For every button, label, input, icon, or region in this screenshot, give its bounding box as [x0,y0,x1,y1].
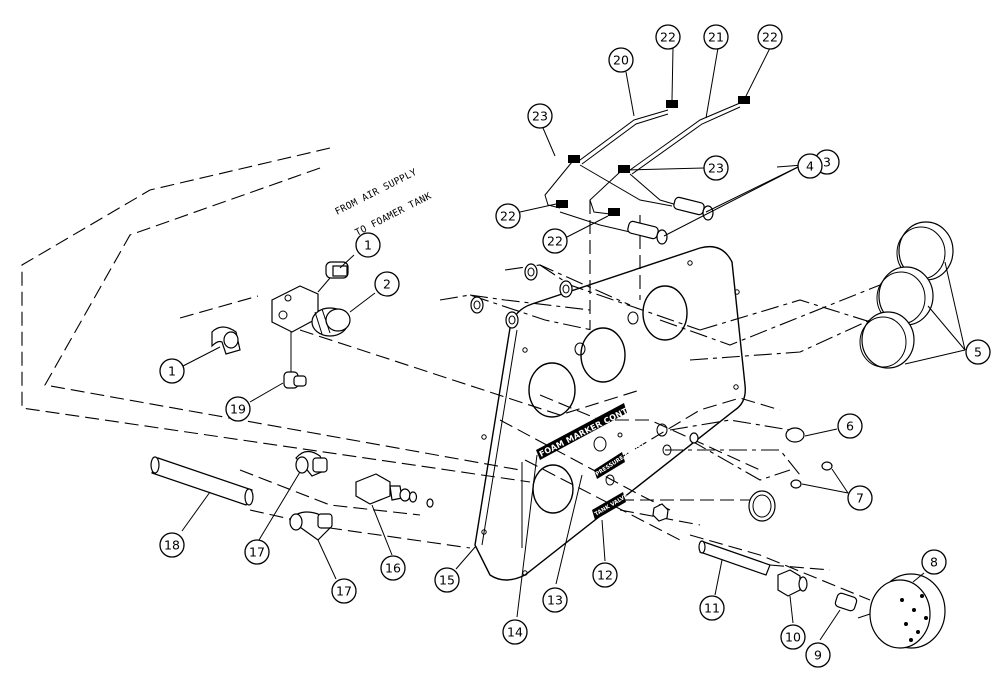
svg-text:17: 17 [336,584,352,599]
tube-11 [698,540,771,576]
callout-15: 15 [434,567,460,593]
callout-2: 2 [374,271,400,297]
callout-22-top-left: 22 [655,24,681,50]
callout-19: 19 [225,396,251,422]
callout-6: 6 [837,413,863,439]
callout-1-top: 1 [355,232,381,258]
panel-tank-text: TANK VALVE [594,493,629,517]
svg-text:22: 22 [660,30,676,45]
svg-text:3: 3 [823,155,831,170]
svg-text:22: 22 [500,209,516,224]
callout-1-left: 1 [159,358,185,384]
callout-21: 21 [703,24,729,50]
callout-9: 9 [805,642,831,668]
label-plate-tank: TANK VALVE [592,492,629,520]
callout-17-upper: 17 [244,539,270,565]
svg-text:4: 4 [806,159,814,174]
callout-5: 5 [965,339,991,365]
callout-18: 18 [159,532,185,558]
svg-text:6: 6 [846,419,854,434]
svg-text:23: 23 [708,161,724,176]
svg-text:7: 7 [856,491,864,506]
leader-lines [181,47,966,641]
svg-text:11: 11 [704,601,720,616]
callout-11: 11 [699,595,725,621]
callout-17-lower: 17 [331,578,357,604]
callout-12: 12 [592,562,618,588]
svg-text:18: 18 [164,538,180,553]
panel-nuts-washers [470,263,776,522]
svg-text:16: 16 [385,561,401,576]
callout-22-mid: 22 [542,228,568,254]
callout-22-top-right: 22 [757,24,783,50]
callout-23-left: 23 [527,103,553,129]
wire-harnesses [544,96,750,245]
panel-pressure-text: PRESSURE ADJUST [595,441,646,477]
assembly-lines [21,147,881,601]
svg-text:15: 15 [439,573,455,588]
svg-text:20: 20 [613,53,629,68]
svg-text:22: 22 [762,30,778,45]
fitting-10 [777,569,808,597]
svg-text:9: 9 [814,648,822,663]
svg-text:17: 17 [249,545,265,560]
svg-text:10: 10 [785,630,801,645]
svg-text:19: 19 [230,402,246,417]
svg-text:13: 13 [547,593,563,608]
callout-23-right: 23 [703,155,729,181]
control-panel-plate [474,245,746,581]
callout-10: 10 [780,624,806,650]
gauge-faces [859,221,954,369]
svg-text:1: 1 [364,238,372,253]
air-tube [150,456,254,506]
svg-text:2: 2 [383,277,391,292]
callout-8: 8 [921,549,947,575]
svg-text:5: 5 [974,345,982,360]
callout-14: 14 [502,619,528,645]
svg-text:12: 12 [597,568,613,583]
cap-and-washers [689,427,833,489]
svg-text:8: 8 [930,555,938,570]
callout-16: 16 [380,555,406,581]
svg-text:21: 21 [708,30,724,45]
callout-13: 13 [542,587,568,613]
svg-text:23: 23 [532,109,548,124]
fitting-9 [834,592,858,612]
svg-text:22: 22 [547,234,563,249]
regulator-assembly [211,261,351,389]
pressure-gauge-8 [857,573,946,649]
callout-22-mid-left: 22 [495,203,521,229]
valve-assembly [289,450,434,541]
callout-7: 7 [847,485,873,511]
label-plate-pressure: PRESSURE ADJUST [594,441,646,479]
callout-20: 20 [608,47,634,73]
svg-text:1: 1 [168,364,176,379]
callout-4: 4 [797,153,823,179]
svg-text:14: 14 [507,625,523,640]
